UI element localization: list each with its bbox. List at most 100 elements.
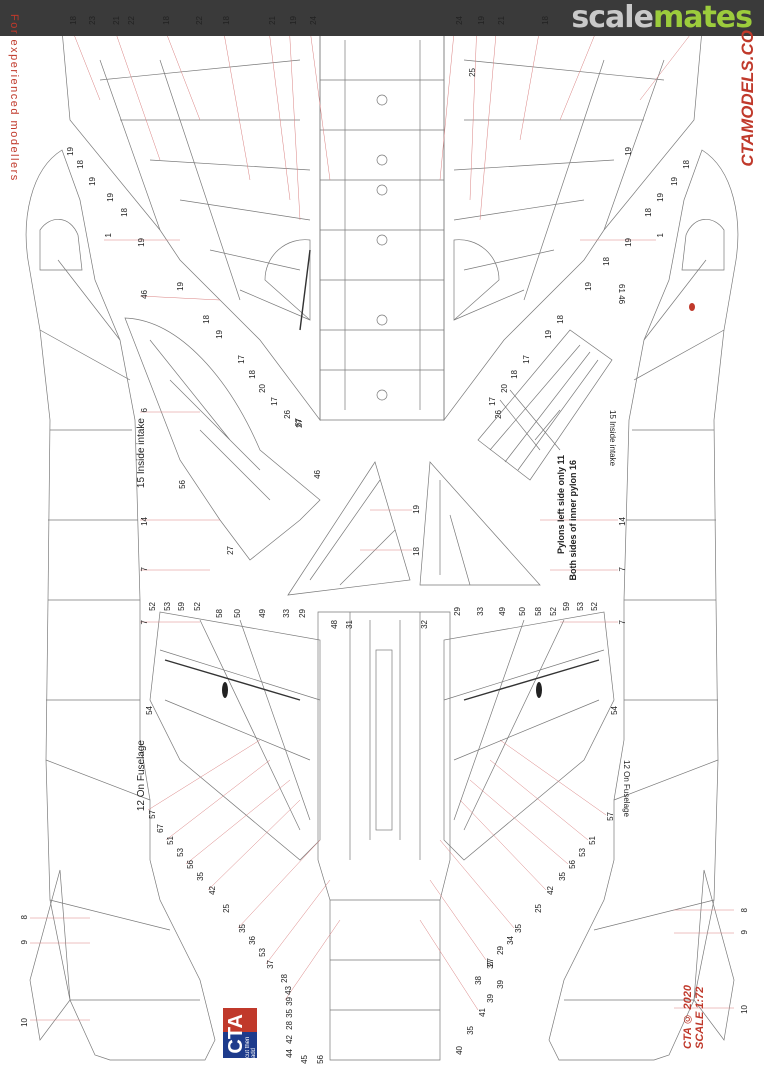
callout-number: 53 (176, 848, 185, 857)
callout-number: 33 (282, 609, 291, 618)
callout-number: 52 (549, 607, 558, 616)
brand-url: CTAMODELS.CO (738, 30, 757, 167)
callout-number: 35 (514, 924, 523, 933)
callout-number: 58 (215, 609, 224, 618)
callout-number: 19 (137, 238, 146, 247)
callout-number: 33 (476, 607, 485, 616)
callout-number: 57 (606, 812, 615, 821)
callout-number: 19 (544, 330, 553, 339)
callout-number: 52 (590, 602, 599, 611)
callout-number: 17 (522, 355, 531, 364)
inside-intake-note-right: 15 Inside intake (608, 410, 617, 467)
callout-number: 59 (562, 602, 571, 611)
callout-number: 7 (618, 567, 627, 572)
callout-number: 19 (624, 147, 633, 156)
callout-number: 10 (20, 1018, 29, 1027)
callout-number: 17 (237, 355, 246, 364)
callout-number: 56 (316, 1055, 325, 1064)
callout-number: 58 (534, 607, 543, 616)
callout-number: 38 (474, 976, 483, 985)
callout-number: 67 (156, 824, 165, 833)
callout-number: 49 (258, 609, 267, 618)
callout-number: 50 (518, 607, 527, 616)
callout-number: 51 (166, 836, 175, 845)
scalemates-logo[interactable]: scalemates (571, 0, 753, 35)
callout-number: 27 (295, 419, 304, 428)
callout-number: 57 (148, 810, 157, 819)
callout-number: 18 (510, 370, 519, 379)
callout-number: 45 (300, 1055, 309, 1064)
callout-number: 36 (248, 936, 257, 945)
callout-number: 35 (558, 872, 567, 881)
callout-number: 41 (478, 1008, 487, 1017)
callout-number: 39 (486, 994, 495, 1003)
callout-number: 28 (280, 974, 289, 983)
callout-number: 14 (140, 517, 149, 526)
on-fuselage-note-right: 12 On Fuselage (622, 760, 631, 817)
left-fuselage-inner (39, 259, 200, 1001)
label-61-46: 61 46 (617, 284, 626, 305)
callout-number: 19 (88, 177, 97, 186)
callout-number: 23 (88, 16, 97, 25)
callout-number: 51 (588, 836, 597, 845)
callout-number: 40 (455, 1046, 464, 1055)
callout-number: 18 (248, 370, 257, 379)
callout-number: 19 (656, 193, 665, 202)
experienced-modellers-note: For experienced modellers (8, 14, 20, 182)
upper-fuselage (319, 29, 445, 421)
callout-number: 54 (610, 706, 619, 715)
callout-number: 9 (20, 940, 29, 945)
callout-number: 46 (313, 470, 322, 479)
callout-number: 39 (496, 980, 505, 989)
callout-number: 24 (455, 16, 464, 25)
callout-number: 54 (145, 706, 154, 715)
callout-number: 18 (222, 16, 231, 25)
callout-number: 59 (177, 602, 186, 611)
right-fuselage-outline (548, 149, 739, 1061)
nose-cone-part (124, 317, 321, 561)
callout-number: 22 (195, 16, 204, 25)
callout-number: 10 (740, 1005, 749, 1014)
callout-number: 25 (534, 904, 543, 913)
callout-number: 7 (140, 567, 149, 572)
callout-number: 20 (500, 384, 509, 393)
callout-number: 25 (222, 904, 231, 913)
callout-number: 56 (178, 480, 187, 489)
callout-number: 37 (266, 960, 275, 969)
left-fuselage-outline (25, 149, 216, 1061)
callout-number: 27 (226, 546, 235, 555)
callout-number: 28 (285, 1021, 294, 1030)
callout-number: 19 (670, 177, 679, 186)
callout-number: 18 (202, 315, 211, 324)
lower-fuselage (317, 611, 451, 1061)
callout-number: 37 (486, 960, 495, 969)
copyright: CTA © 2020 (682, 985, 694, 1049)
callout-number: 34 (506, 936, 515, 945)
callout-number: 24 (309, 16, 318, 25)
callout-number: 42 (546, 886, 555, 895)
site-header-bar: scalemates (0, 0, 764, 36)
upper-left-wing (61, 29, 321, 422)
on-fuselage-note-left: 12 On Fuselage (136, 740, 147, 812)
callout-number: 21 (112, 16, 121, 25)
callout-number: 43 (284, 986, 293, 995)
callout-number: 48 (330, 620, 339, 629)
callout-number: 25 (468, 68, 477, 77)
callout-number: 29 (298, 609, 307, 618)
callout-number: 19 (289, 16, 298, 25)
callout-number: 53 (578, 848, 587, 857)
callout-number: 42 (285, 1035, 294, 1044)
callout-number: 35 (196, 872, 205, 881)
callout-number: 35 (238, 924, 247, 933)
callout-number: 22 (127, 16, 136, 25)
callout-number: 50 (233, 609, 242, 618)
callout-number: 39 (285, 997, 294, 1006)
left-canopy (39, 219, 83, 271)
callout-number: 19 (215, 330, 224, 339)
callout-number: 6 (140, 408, 149, 413)
callout-number: 1 (656, 233, 665, 238)
callout-number: 18 (76, 160, 85, 169)
callout-number: 19 (66, 147, 75, 156)
callout-number: 26 (283, 410, 292, 419)
